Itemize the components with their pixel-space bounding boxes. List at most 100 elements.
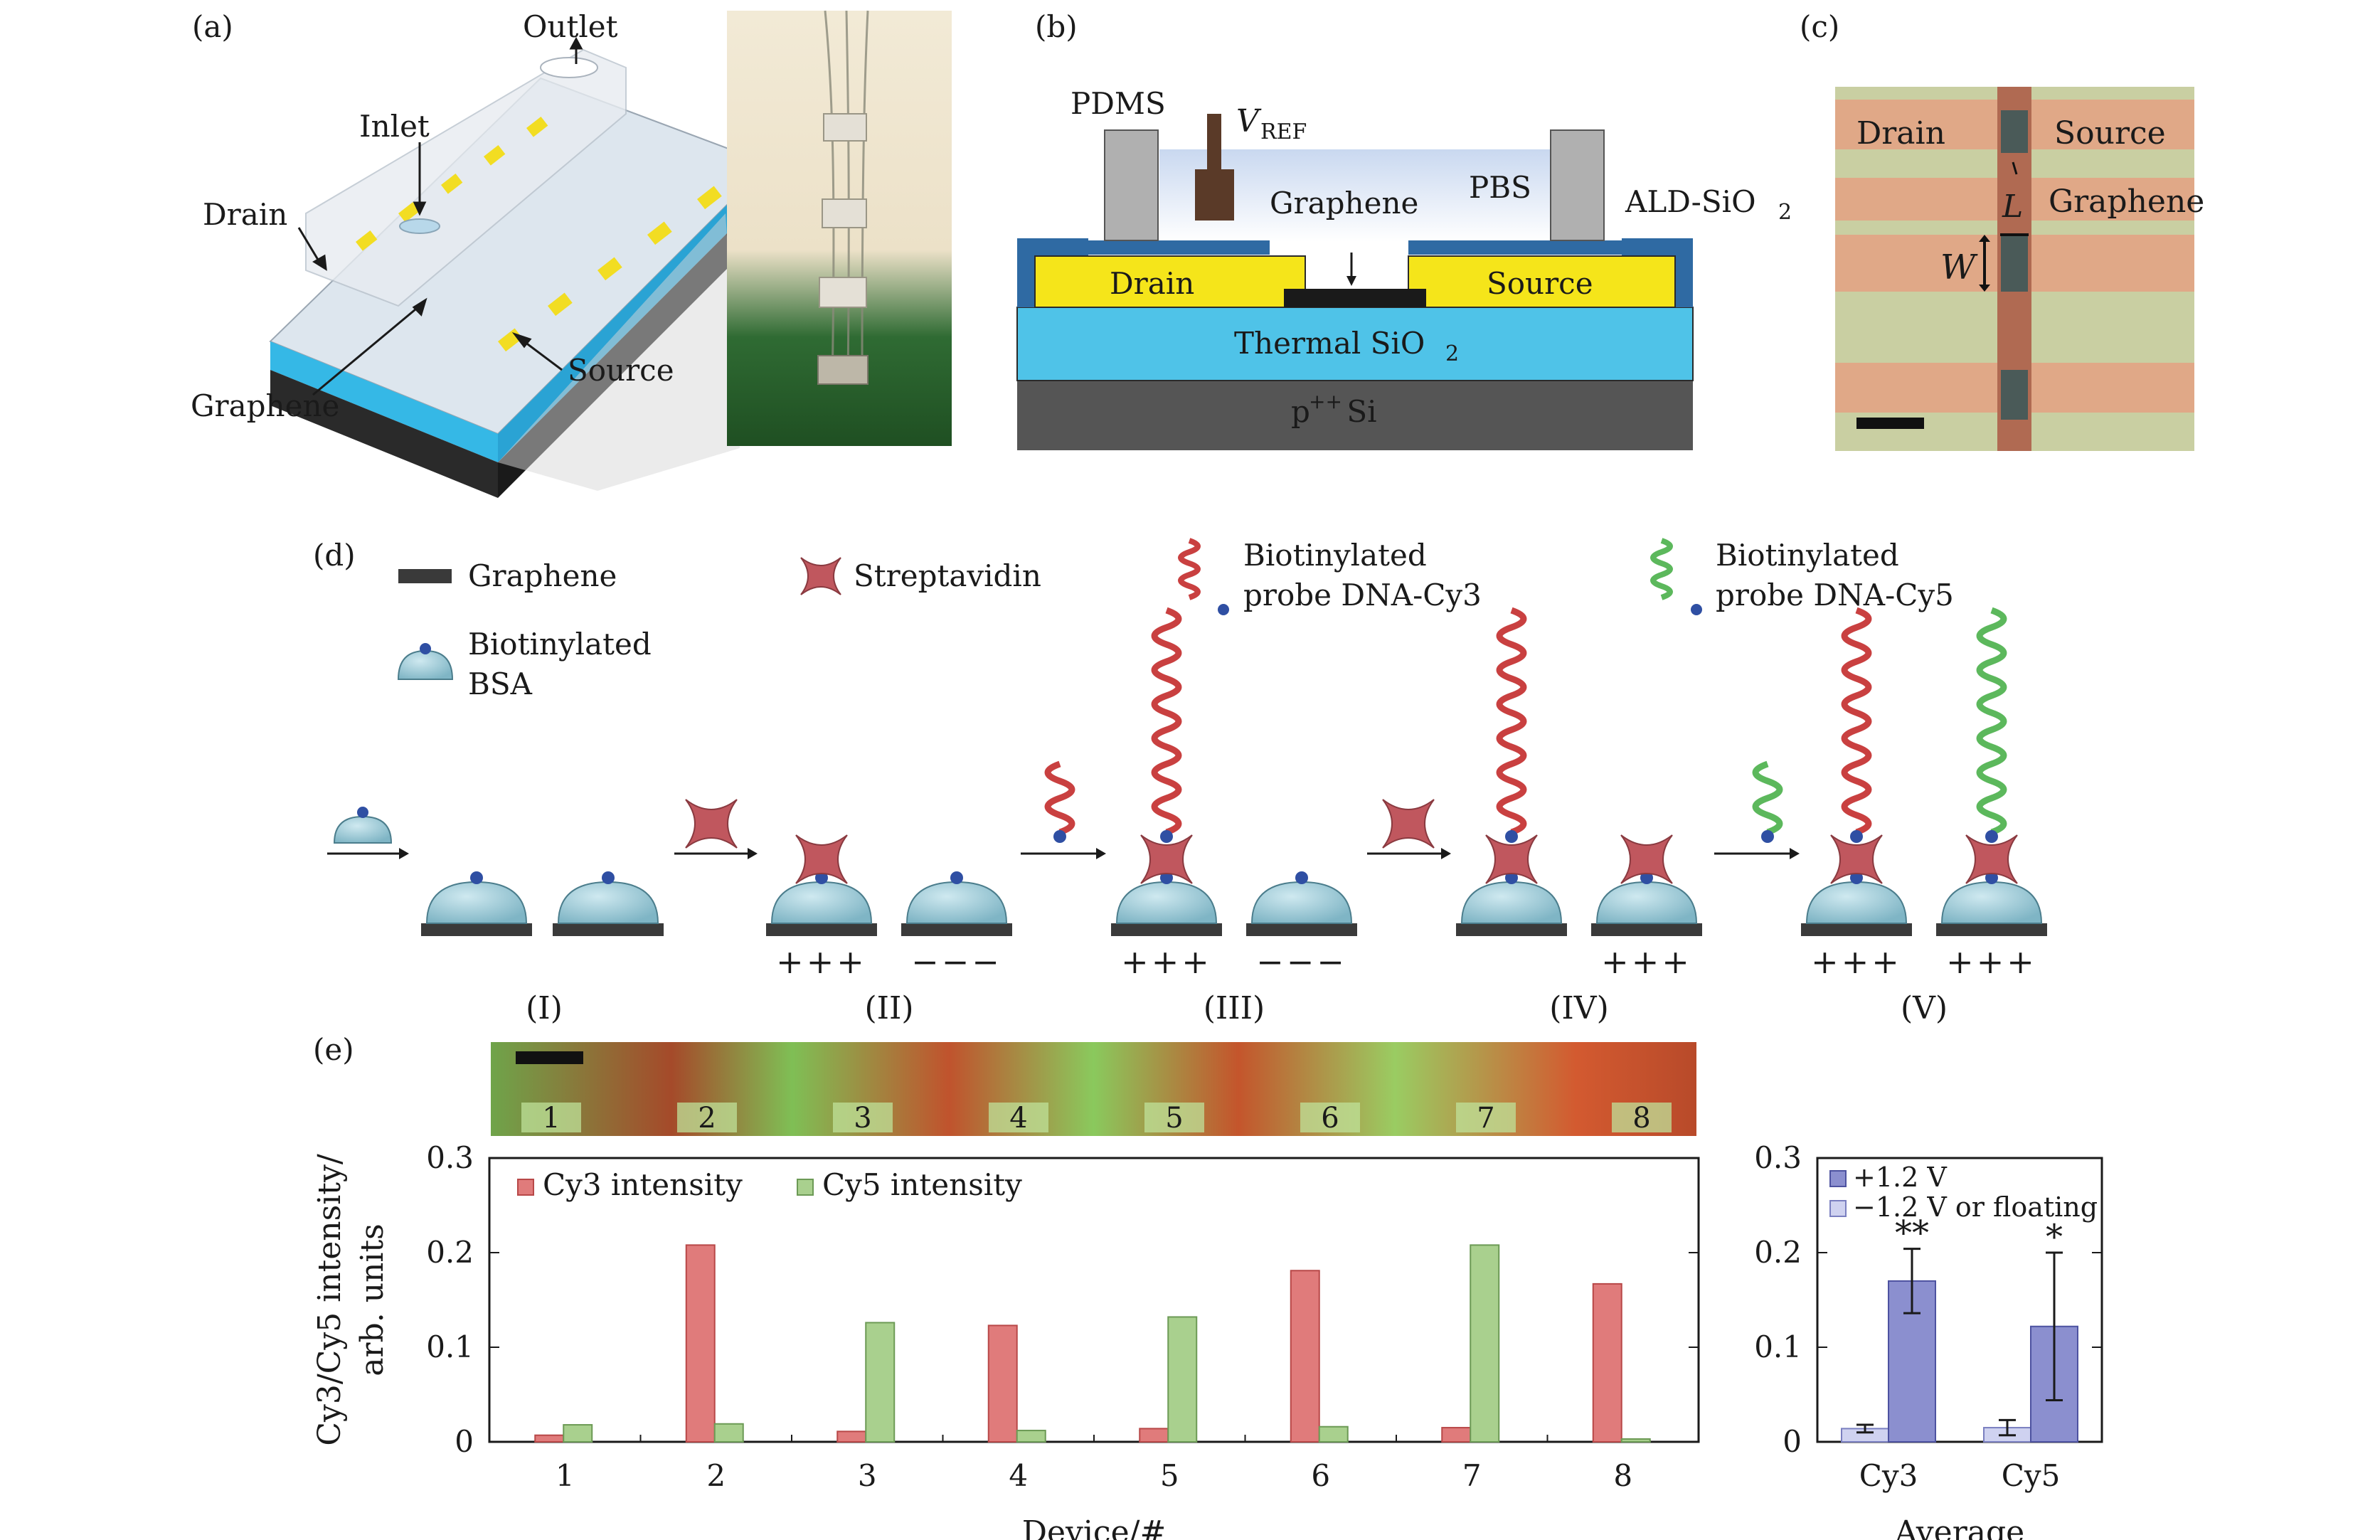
biotin: [1160, 830, 1173, 843]
graphene-channel: [1284, 289, 1426, 307]
label-thermal-sub: 2: [1445, 341, 1459, 366]
main-xtick-label: 5: [1160, 1458, 1179, 1493]
panel-c-tag: (c): [1800, 9, 1839, 44]
biotin: [1640, 871, 1653, 884]
step-label: (II): [864, 990, 913, 1026]
graphene-sheet: [553, 923, 664, 936]
charge-label: +++: [1811, 942, 1902, 981]
avg-ytick-label: 0.1: [1754, 1329, 1802, 1364]
biotin: [602, 871, 615, 884]
main-ytick-label: 0.1: [426, 1329, 474, 1364]
step-label: (III): [1204, 990, 1265, 1026]
biotin: [1505, 871, 1518, 884]
pdms-left: [1104, 129, 1159, 241]
label-inlet: Inlet: [359, 109, 430, 144]
avg-significance: *: [2046, 1217, 2063, 1257]
main-bar: [1016, 1430, 1046, 1443]
bsa-molecule: [770, 881, 873, 924]
legend-cy3-2: probe DNA-Cy3: [1243, 578, 1482, 612]
panel-a: (a): [191, 9, 952, 498]
main-bar: [563, 1424, 593, 1443]
main-xtick-label: 4: [1009, 1458, 1028, 1493]
charge-label: −−−: [1256, 942, 1347, 981]
legend-bsa-icon: [397, 643, 454, 680]
step-label: (I): [526, 990, 563, 1026]
bsa-molecule: [905, 881, 1008, 924]
legend-label: Cy5 intensity: [822, 1167, 1022, 1202]
strip-number-box: [1300, 1103, 1360, 1132]
biotin: [1160, 871, 1173, 884]
avg-xtick-label: Cy5: [2002, 1458, 2061, 1493]
label-drain-a: Drain: [203, 197, 287, 232]
legend-cy3-icon: [1178, 538, 1229, 615]
main-bar: [1441, 1427, 1472, 1443]
dna-probe: [1044, 760, 1075, 836]
label-W: W: [1940, 248, 1978, 287]
streptavidin: [1382, 799, 1435, 849]
dna-probe: [1841, 607, 1872, 836]
charge-label: −−−: [911, 942, 1002, 981]
streptavidin: [1620, 834, 1673, 884]
main-bar: [865, 1322, 896, 1443]
label-source-c: Source: [2054, 115, 2166, 152]
label-si-sup: ++: [1309, 390, 1342, 413]
biotin: [1985, 871, 1998, 884]
main-xtick-label: 8: [1613, 1458, 1632, 1493]
biotin: [1850, 871, 1863, 884]
label-outlet: Outlet: [523, 9, 618, 44]
biotin: [1985, 830, 1998, 843]
main-bar: [1139, 1428, 1169, 1443]
bsa-molecule: [1115, 881, 1218, 924]
avg-ytick-label: 0.3: [1754, 1140, 1802, 1175]
main-xtick-label: 2: [706, 1458, 726, 1493]
arrowhead: [1096, 848, 1106, 859]
label-source-b: Source: [1487, 266, 1593, 301]
biotin: [470, 871, 483, 884]
step-label: (V): [1901, 990, 1948, 1026]
arrowhead: [748, 848, 758, 859]
legend-cy5-icon: [1650, 538, 1702, 615]
panel-b-tag: (b): [1035, 9, 1078, 44]
legend-swatch: [797, 1179, 814, 1196]
main-bar: [685, 1244, 716, 1443]
label-vref-sub: REF: [1260, 120, 1307, 144]
strip-number: 6: [1321, 1102, 1339, 1135]
bsa-molecule: [333, 815, 393, 844]
bsa-molecule: [425, 881, 528, 924]
panel-d-tag: (d): [313, 538, 356, 573]
legend-graphene-icon: [398, 569, 452, 583]
legend-streptavidin-icon: [800, 557, 841, 595]
pdms-right: [1550, 129, 1605, 241]
scale-bar-c: [1856, 418, 1924, 429]
reference-electrode: [1195, 169, 1234, 221]
streptavidin: [685, 799, 738, 849]
dna-probe: [1976, 607, 2007, 836]
strip-number-box: [521, 1103, 581, 1132]
main-xtick-label: 3: [858, 1458, 877, 1493]
drain-electrode: [1034, 255, 1306, 308]
main-xtick-label: 6: [1311, 1458, 1330, 1493]
panel-b: (b) PDMS V REF PBS Graphene ALD-SiO 2 Dr…: [1016, 9, 1792, 450]
label-source-a: Source: [568, 353, 674, 388]
scale-bar-e: [516, 1051, 583, 1064]
main-bar: [1592, 1283, 1622, 1443]
label-pbs: PBS: [1469, 170, 1531, 205]
label-si: p: [1291, 394, 1310, 429]
avg-ytick-label: 0: [1783, 1424, 1802, 1459]
dna-probe: [1752, 760, 1783, 836]
legend-label: −1.2 V or floating: [1853, 1191, 2098, 1223]
legend-bsa-2: BSA: [468, 667, 533, 701]
bsa-molecule: [1250, 881, 1353, 924]
bsa-molecule: [557, 881, 659, 924]
avg-plot-frame: [1816, 1157, 2103, 1443]
graphene-sheet: [766, 923, 877, 936]
main-bar: [1318, 1425, 1349, 1443]
main-ylabel: Cy3/Cy5 intensity/: [312, 1154, 348, 1446]
main-bar: [836, 1430, 867, 1443]
biotin: [1053, 830, 1066, 843]
legend-label: +1.2 V: [1853, 1162, 1947, 1193]
biotin: [1505, 830, 1518, 843]
